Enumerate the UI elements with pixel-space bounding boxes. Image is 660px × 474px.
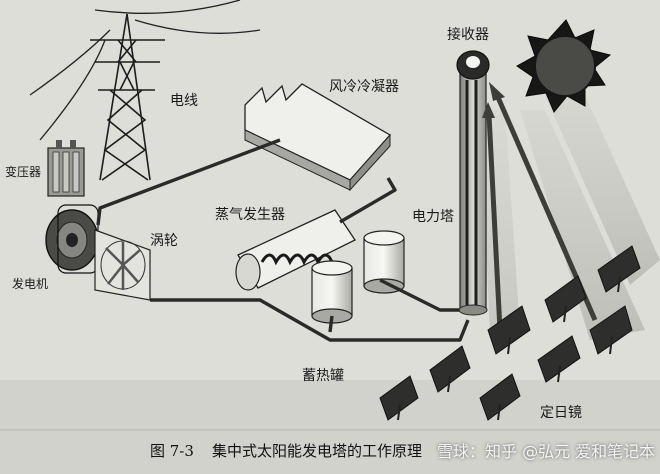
transformer	[47, 140, 85, 197]
heliostat	[479, 373, 521, 421]
power-pylon	[90, 13, 165, 181]
figure-caption: 图 7-3 集中式太阳能发电塔的工作原理	[150, 440, 422, 461]
label-power-tower: 电力塔	[412, 209, 454, 225]
label-receiver: 接收器	[447, 27, 489, 43]
label-air-cooled-condenser: 风冷冷凝器	[329, 79, 399, 95]
label-heliostat: 定日镜	[540, 405, 582, 421]
heliostat	[487, 305, 531, 355]
heliostat	[379, 375, 419, 421]
heliostat	[544, 275, 587, 323]
power-line-wires	[29, 0, 261, 141]
label-transformer: 变压器	[5, 165, 42, 179]
heliostat	[537, 335, 581, 383]
heat-storage-tank-1	[311, 260, 353, 324]
steam-generator	[235, 209, 356, 291]
heliostat	[589, 305, 633, 355]
heat-storage-tank-2	[363, 230, 405, 294]
label-turbine: 涡轮	[150, 233, 178, 249]
label-steam-generator: 蒸气发生器	[215, 207, 285, 223]
pipe-network	[96, 138, 470, 342]
label-heat-storage-tank: 蓄热罐	[302, 368, 344, 384]
figure-title: 集中式太阳能发电塔的工作原理	[211, 442, 422, 460]
label-generator: 发电机	[12, 277, 49, 291]
figure-number: 图 7-3	[150, 442, 194, 460]
watermark: 雪球：知乎 @弘元 爱和笔记本	[437, 442, 656, 461]
heliostat	[429, 345, 471, 393]
heliostat	[597, 245, 641, 293]
heliostat-field	[379, 245, 641, 421]
power-tower	[456, 50, 490, 316]
generator	[45, 204, 99, 274]
label-power-line: 电线	[170, 93, 198, 109]
sun-icon	[516, 19, 612, 113]
